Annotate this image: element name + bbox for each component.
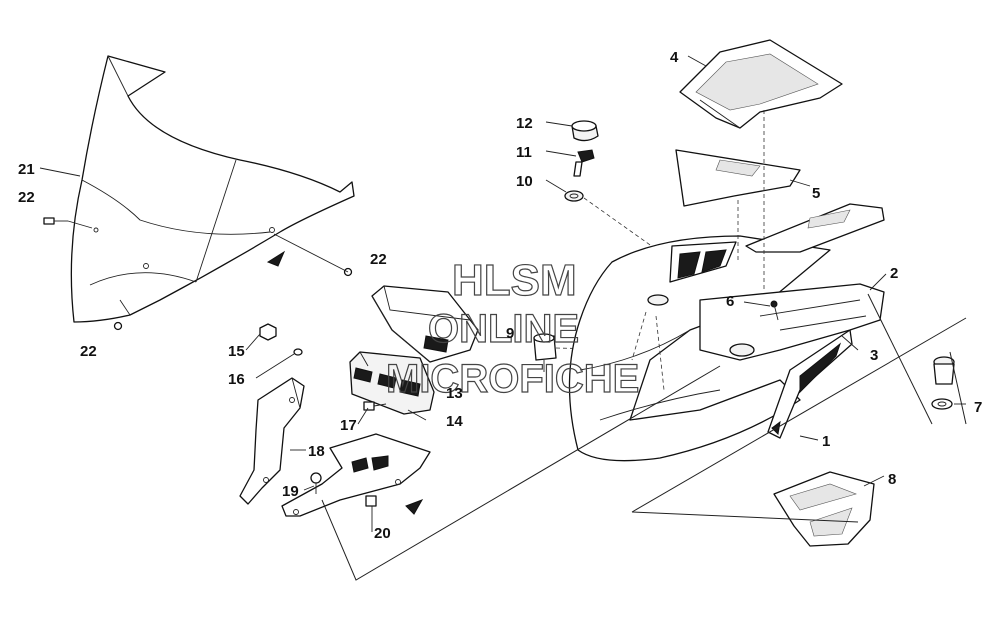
svg-text:ONLINE: ONLINE <box>428 307 579 351</box>
callout-13: 13 <box>446 385 463 402</box>
callout-2: 2 <box>890 265 898 282</box>
callout-9: 9 <box>506 325 514 342</box>
callout-14: 14 <box>446 413 463 430</box>
callout-5: 5 <box>812 185 820 202</box>
nut <box>259 323 277 341</box>
watermark: HLSM ONLINE MICROFICHE <box>385 255 640 401</box>
callout-19: 19 <box>282 483 299 500</box>
console-side-panel <box>767 329 853 439</box>
callout-21: 21 <box>18 161 35 178</box>
callout-12: 12 <box>516 115 533 132</box>
svg-text:MICROFICHE: MICROFICHE <box>386 357 639 401</box>
callout-18: 18 <box>308 443 325 460</box>
callout-labels: 1 2 3 4 5 6 7 8 9 10 11 12 13 14 15 16 1… <box>18 49 982 542</box>
mat <box>773 471 875 547</box>
hood <box>568 235 831 462</box>
ignition-key <box>573 149 595 177</box>
ignition-switch <box>533 333 557 372</box>
ignition-nut <box>564 190 584 202</box>
callout-15: 15 <box>228 343 245 360</box>
cup-holder <box>931 356 955 410</box>
bracket-nut <box>365 495 377 507</box>
mount-bracket-lower <box>281 433 431 517</box>
screw <box>770 300 779 321</box>
gauge-pod <box>371 285 479 363</box>
gauge-bracket <box>349 351 435 415</box>
ignition-cap <box>571 120 599 142</box>
callout-22: 22 <box>80 343 97 360</box>
callout-6: 6 <box>726 293 734 310</box>
mount-bracket <box>239 377 305 505</box>
bracket-screw <box>310 472 322 494</box>
washer <box>293 348 303 356</box>
bracket-bolt <box>363 401 387 411</box>
callout-4: 4 <box>670 49 679 66</box>
callout-11: 11 <box>516 144 532 161</box>
callout-17: 17 <box>340 417 357 434</box>
storage-net <box>679 39 843 129</box>
callout-1: 1 <box>822 433 830 450</box>
svg-text:HLSM: HLSM <box>452 256 577 305</box>
windshield <box>70 55 355 323</box>
side-vent-panel-lower <box>745 203 885 253</box>
callout-3: 3 <box>870 347 878 364</box>
windshield-grommet-lower <box>113 321 123 331</box>
windshield-grommet <box>273 233 353 277</box>
callout-22: 22 <box>18 189 35 206</box>
callout-20: 20 <box>374 525 391 542</box>
windshield-screw <box>43 217 93 229</box>
callout-16: 16 <box>228 371 245 388</box>
callout-7: 7 <box>974 399 982 416</box>
callout-22: 22 <box>370 251 387 268</box>
callout-8: 8 <box>888 471 896 488</box>
side-vent-panel-upper <box>675 149 801 207</box>
callout-10: 10 <box>516 173 533 190</box>
console-panel <box>699 283 885 361</box>
